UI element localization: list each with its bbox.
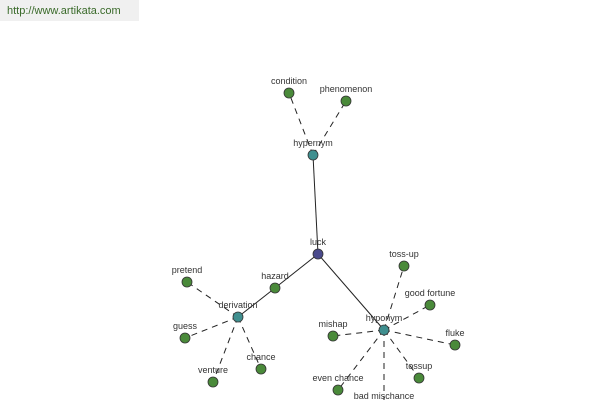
node-chance[interactable]: chance: [246, 352, 276, 375]
node-label: derivation: [218, 300, 257, 310]
node-circle-icon[interactable]: [398, 260, 410, 272]
node-circle-icon[interactable]: [207, 376, 219, 388]
node-circle-icon[interactable]: [449, 339, 461, 351]
node-mishap[interactable]: mishap: [318, 319, 348, 342]
node-label: chance: [246, 352, 275, 362]
node-circle-icon[interactable]: [378, 324, 390, 336]
node-label: venture: [198, 365, 228, 375]
edge-hypernym-condition: [288, 92, 314, 156]
node-good-fortune[interactable]: good fortune: [405, 288, 456, 311]
node-pretend[interactable]: pretend: [172, 265, 203, 288]
node-phenomenon[interactable]: phenomenon: [320, 84, 373, 107]
node-circle-icon[interactable]: [283, 87, 295, 99]
node-label: pretend: [172, 265, 203, 275]
node-circle-icon[interactable]: [312, 248, 324, 260]
node-label: hazard: [261, 271, 289, 281]
node-label: good fortune: [405, 288, 456, 298]
node-label: luck: [310, 237, 327, 247]
node-circle-icon[interactable]: [181, 276, 193, 288]
node-circle-icon[interactable]: [413, 372, 425, 384]
edge-hyponym-even-chance: [337, 329, 385, 391]
edge-hyponym-good-fortune: [383, 304, 431, 331]
node-circle-icon[interactable]: [307, 149, 319, 161]
node-label: guess: [173, 321, 198, 331]
node-bad-mischance[interactable]: bad mischance: [354, 391, 415, 400]
node-label: tossup: [406, 361, 433, 371]
node-circle-icon[interactable]: [424, 299, 436, 311]
edge-hyponym-tossup: [383, 329, 420, 379]
edge-luck-hyponym: [317, 253, 385, 331]
site-url-link[interactable]: http://www.artikata.com: [0, 0, 139, 21]
node-label: toss-up: [389, 249, 419, 259]
node-circle-icon[interactable]: [255, 363, 267, 375]
node-even-chance[interactable]: even chance: [312, 373, 364, 396]
node-luck[interactable]: luck: [310, 237, 327, 260]
edge-derivation-venture: [212, 316, 239, 383]
node-label: hyponym: [366, 313, 403, 323]
node-hypernym[interactable]: hypernym: [293, 138, 333, 161]
edge-luck-hazard: [274, 253, 319, 289]
node-condition[interactable]: condition: [271, 76, 307, 99]
node-hazard[interactable]: hazard: [261, 271, 289, 294]
node-label: hypernym: [293, 138, 333, 148]
node-toss-up[interactable]: toss-up: [389, 249, 419, 272]
node-label: bad mischance: [354, 391, 415, 400]
node-circle-icon[interactable]: [332, 384, 344, 396]
edge-hyponym-mishap: [332, 329, 385, 337]
node-hyponym[interactable]: hyponym: [366, 313, 403, 336]
node-label: phenomenon: [320, 84, 373, 94]
node-fluke[interactable]: fluke: [445, 328, 465, 351]
node-tossup[interactable]: tossup: [406, 361, 433, 384]
node-label: even chance: [312, 373, 363, 383]
node-circle-icon[interactable]: [232, 311, 244, 323]
node-label: mishap: [318, 319, 347, 329]
node-venture[interactable]: venture: [198, 365, 228, 388]
node-circle-icon[interactable]: [269, 282, 281, 294]
node-circle-icon[interactable]: [179, 332, 191, 344]
edge-hazard-derivation: [237, 287, 276, 318]
edge-derivation-chance: [237, 316, 262, 370]
edge-hyponym-toss-up: [383, 265, 405, 331]
node-label: fluke: [445, 328, 464, 338]
node-guess[interactable]: guess: [173, 321, 198, 344]
node-circle-icon[interactable]: [327, 330, 339, 342]
edge-hyponym-fluke: [383, 329, 456, 346]
node-derivation[interactable]: derivation: [218, 300, 258, 323]
edge-derivation-guess: [184, 316, 239, 339]
node-circle-icon[interactable]: [340, 95, 352, 107]
edge-luck-hypernym: [312, 154, 319, 255]
node-label: condition: [271, 76, 307, 86]
